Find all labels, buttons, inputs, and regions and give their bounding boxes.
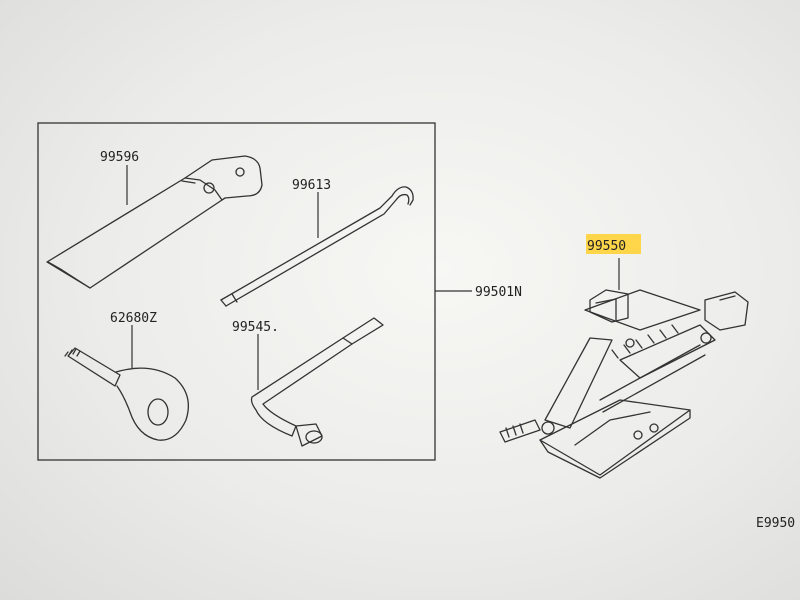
hook-rod-drawing (220, 186, 414, 307)
label-tool-bag: 99596 (100, 150, 139, 165)
jack-drawing (499, 289, 749, 479)
label-tow-hook: 62680Z (110, 311, 157, 326)
tool-bag-drawing (46, 155, 263, 289)
figure-code: E9950 (756, 516, 795, 531)
label-hook-rod: 99613 (292, 178, 331, 193)
label-wheel-wrench: 99545. (232, 320, 279, 335)
label-jack: 99550 (587, 239, 626, 254)
tow-hook-drawing (64, 347, 189, 441)
label-tool-set: 99501N (475, 285, 522, 300)
label-highlight (586, 234, 641, 254)
wheel-wrench-drawing (250, 317, 384, 447)
